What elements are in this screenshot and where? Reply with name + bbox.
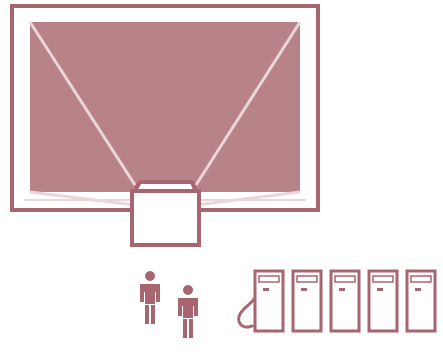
projector-body — [132, 191, 199, 245]
person-leg — [189, 319, 193, 338]
tower-led — [377, 288, 383, 291]
person-head — [145, 271, 155, 281]
computer-tower-icon — [369, 271, 397, 331]
person-leg — [183, 319, 187, 338]
projector — [132, 182, 199, 245]
person-body — [183, 300, 193, 318]
tower-led — [301, 288, 307, 291]
computer-tower-icon — [255, 271, 283, 331]
cable — [239, 296, 256, 327]
person-leg — [145, 305, 149, 324]
people-group — [140, 271, 198, 338]
person-body — [145, 286, 155, 304]
computer-tower-icon — [407, 271, 435, 331]
display-wall — [12, 6, 318, 210]
person-icon — [140, 271, 160, 324]
computer-cluster — [255, 271, 435, 331]
person-leg — [151, 305, 155, 324]
person-head — [183, 285, 193, 295]
projected-image — [30, 22, 300, 192]
tower-led — [415, 288, 421, 291]
tower-led — [263, 288, 269, 291]
computer-tower-icon — [331, 271, 359, 331]
person-icon — [178, 285, 198, 338]
computer-tower-icon — [293, 271, 321, 331]
tower-led — [339, 288, 345, 291]
